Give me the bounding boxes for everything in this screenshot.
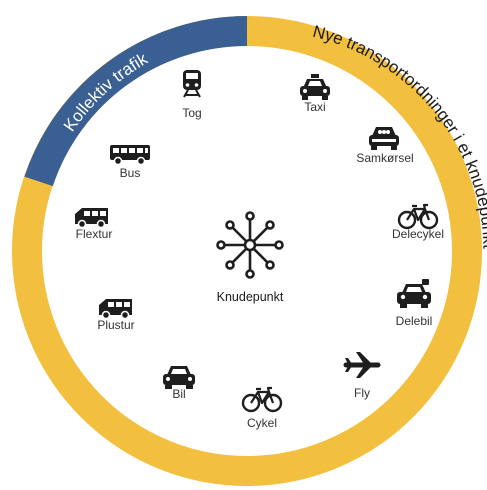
bicycle-icon bbox=[241, 386, 283, 413]
minibus-icon bbox=[74, 207, 109, 229]
collective-transport-label: Kollektiv trafik bbox=[60, 49, 151, 135]
mode-label: Samkørsel bbox=[356, 151, 413, 165]
ring-collective-segment bbox=[24, 16, 248, 187]
shared-car-icon bbox=[397, 279, 431, 308]
minibus-icon bbox=[98, 298, 133, 320]
mode-delebil: Delebil bbox=[396, 279, 433, 328]
mode-label: Fly bbox=[354, 386, 370, 400]
mode-bus: Bus bbox=[109, 144, 151, 180]
mode-label: Delebil bbox=[396, 314, 433, 328]
mode-flextur: Flextur bbox=[74, 207, 113, 241]
mode-delecykel: Delecykel bbox=[392, 203, 444, 241]
mode-taxi: Taxi bbox=[300, 74, 330, 114]
hub-label: Knudepunkt bbox=[217, 290, 284, 304]
mode-cykel: Cykel bbox=[241, 386, 283, 430]
mode-samkorsel: Samkørsel bbox=[356, 127, 414, 165]
mode-label: Flextur bbox=[76, 227, 113, 241]
mode-label: Taxi bbox=[304, 100, 325, 114]
car-icon bbox=[163, 366, 195, 389]
mode-label: Tog bbox=[182, 106, 201, 120]
train-icon bbox=[182, 69, 202, 98]
mode-bil: Bil bbox=[163, 366, 195, 401]
ring bbox=[12, 16, 482, 486]
carpool-icon bbox=[369, 127, 399, 150]
mode-fly: Fly bbox=[345, 352, 380, 400]
mode-plustur: Plustur bbox=[97, 298, 135, 332]
taxi-icon bbox=[300, 74, 330, 100]
bus-icon bbox=[109, 144, 151, 166]
bicycle-icon bbox=[397, 203, 439, 230]
mode-label: Cykel bbox=[247, 416, 277, 430]
mode-tog: Tog bbox=[182, 69, 202, 120]
mode-label: Delecykel bbox=[392, 227, 444, 241]
mode-label: Bus bbox=[120, 166, 141, 180]
mode-label: Plustur bbox=[97, 318, 134, 332]
hub: Knudepunkt bbox=[216, 211, 284, 304]
mode-label: Bil bbox=[172, 387, 185, 401]
hub-icon bbox=[216, 211, 284, 279]
airplane-icon bbox=[345, 352, 380, 378]
